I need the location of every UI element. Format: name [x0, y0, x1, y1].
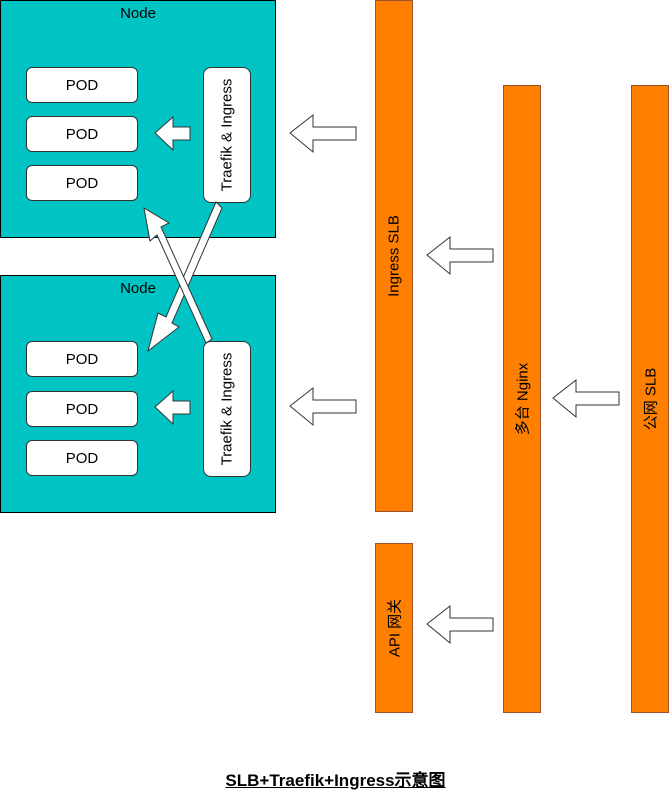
public-slb-bar: 公网 SLB — [631, 85, 669, 713]
api-gateway-bar: API 网关 — [375, 543, 413, 713]
arrow-left-icon — [552, 378, 620, 419]
arrow-left-icon — [289, 386, 357, 427]
node-2-title: Node — [120, 280, 156, 297]
node-1: Node POD POD POD Traefik & Ingress — [0, 0, 276, 238]
arrow-left-icon — [289, 113, 357, 154]
pod-1-1: POD — [26, 67, 138, 103]
pod-1-3: POD — [26, 165, 138, 201]
node-1-title: Node — [120, 5, 156, 22]
arrow-left-small-icon — [154, 115, 191, 152]
cross-arrow-up-icon — [143, 207, 213, 344]
pod-2-3: POD — [26, 440, 138, 476]
arrow-left-small-icon — [154, 389, 191, 426]
diagram-caption: SLB+Traefik+Ingress示意图 — [225, 771, 446, 790]
arrow-left-icon — [426, 604, 494, 645]
arrow-left-icon — [426, 235, 494, 276]
pod-2-2: POD — [26, 391, 138, 427]
pod-1-2: POD — [26, 116, 138, 152]
pod-2-1: POD — [26, 341, 138, 377]
traefik-ingress-1: Traefik & Ingress — [203, 67, 251, 203]
nginx-bar: 多台 Nginx — [503, 85, 541, 713]
traefik-ingress-2: Traefik & Ingress — [203, 341, 251, 477]
ingress-slb-bar: Ingress SLB — [375, 0, 413, 512]
node-2: Node POD POD POD Traefik & Ingress — [0, 275, 276, 513]
cross-arrow-down-icon — [147, 201, 223, 353]
